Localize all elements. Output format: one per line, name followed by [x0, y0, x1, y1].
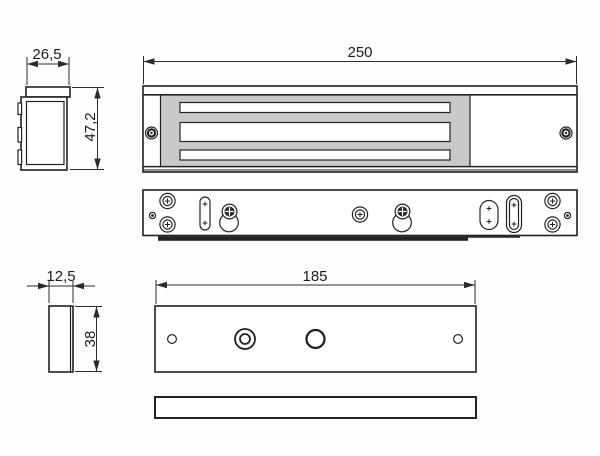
lock-side-mount-strip — [25, 86, 71, 98]
dimension-plate-height: 38 — [75, 306, 102, 372]
plate-pin-hole — [167, 334, 178, 345]
wire-exit-oval — [479, 199, 499, 231]
bottom-screw-icon — [544, 216, 561, 233]
plate-side-view — [48, 305, 74, 373]
lock-front-view — [142, 85, 578, 173]
dimension-label-lock-depth: 26,5 — [32, 46, 61, 63]
bottom-screw-icon — [544, 192, 561, 210]
plate-front-view — [154, 305, 477, 373]
plate-edge-view — [154, 396, 477, 419]
magnet-lamination-slots — [179, 101, 451, 161]
bottom-screw-icon — [159, 192, 176, 210]
lock-side-lamination-tabs — [17, 102, 23, 166]
left-set-screw-icon — [148, 211, 157, 220]
plate-pin-hole — [453, 334, 464, 345]
dimension-label-lock-length: 250 — [347, 44, 372, 61]
lock-bottom-view — [142, 189, 578, 241]
dimension-plate-length: 185 — [155, 268, 476, 304]
left-hanger-bolt-icon — [219, 203, 239, 233]
dimension-plate-thickness: 12,5 — [27, 268, 95, 303]
plate-edge-body — [154, 396, 477, 419]
front-left-screw-icon — [144, 125, 159, 141]
dimension-label-plate-thickness: 12,5 — [46, 268, 75, 285]
anti-residual-strip — [158, 236, 468, 241]
dimension-label-lock-height: 47,2 — [82, 112, 99, 141]
bottom-screw-icon — [159, 216, 176, 233]
right-hanger-bolt-icon — [392, 203, 412, 233]
left-mounting-slot — [199, 196, 211, 231]
lock-side-view — [17, 86, 71, 171]
dimension-label-plate-length: 185 — [302, 268, 327, 285]
lock-side-body-inner — [25, 100, 65, 166]
dimension-lock-height: 47,2 — [70, 87, 104, 170]
plate-center-bolt-hole — [305, 328, 326, 350]
dimension-label-plate-height: 38 — [82, 331, 99, 348]
center-screw-icon — [351, 206, 369, 223]
right-mounting-slot — [505, 194, 523, 234]
front-right-screw-icon — [558, 125, 574, 141]
right-set-screw-icon — [563, 211, 572, 220]
dimension-lock-depth: 26,5 — [26, 46, 70, 85]
plate-countersunk-hole — [234, 328, 256, 350]
dimension-lock-length: 250 — [143, 44, 577, 84]
magnet-core-divider-lines — [159, 94, 471, 167]
plate-side-body — [48, 305, 74, 373]
